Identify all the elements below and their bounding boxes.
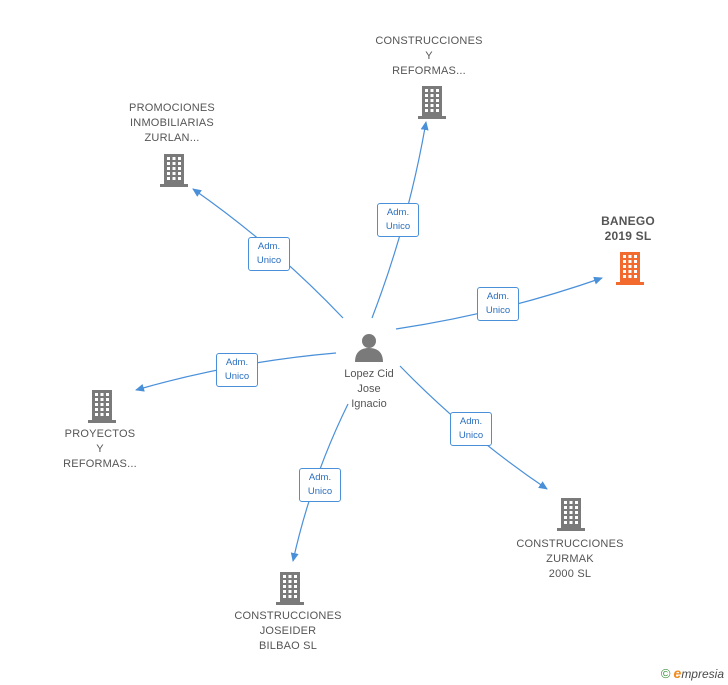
edge-label-line: Adm. <box>386 207 410 218</box>
edge-label-adm-unico[interactable]: Adm. Unico <box>377 203 419 237</box>
company-label-line: PROYECTOS <box>64 428 136 440</box>
edge-label-adm-unico[interactable]: Adm. Unico <box>477 287 519 321</box>
company-label-line: BILBAO SL <box>258 640 318 652</box>
company-label-line: CONSTRUCCIONES <box>234 610 342 622</box>
edge-label-line: Unico <box>485 305 511 316</box>
company-label-line: PROMOCIONES <box>129 102 215 114</box>
building-icon[interactable] <box>416 84 448 120</box>
company-label-line: CONSTRUCCIONES <box>375 35 483 47</box>
company-label-promociones-inmobiliarias-zurlan[interactable]: PROMOCIONES INMOBILIARIAS ZURLAN... <box>92 101 252 146</box>
company-label-line: BANEGO <box>601 214 655 228</box>
brand-initial: e <box>673 665 682 681</box>
brand-logo: ©empresia <box>661 665 724 681</box>
edge-label-line: Adm. <box>308 472 332 483</box>
company-label-line: Y <box>96 443 104 455</box>
person-name-line: Lopez Cid <box>344 368 394 380</box>
company-label-line: Y <box>425 50 433 62</box>
company-label-line: 2000 SL <box>548 568 592 580</box>
company-label-construcciones-zurmak-2000-sl[interactable]: CONSTRUCCIONES ZURMAK 2000 SL <box>490 537 650 582</box>
brand-name: mpresia <box>681 667 724 681</box>
company-label-line: ZURLAN... <box>144 132 200 144</box>
company-label-line: ZURMAK <box>546 553 594 565</box>
edge-label-line: Adm. <box>225 357 249 368</box>
edge-label-line: Unico <box>224 371 250 382</box>
edge-label-adm-unico[interactable]: Adm. Unico <box>216 353 258 387</box>
person-name-line: Jose <box>357 383 381 395</box>
company-label-line: CONSTRUCCIONES <box>516 538 624 550</box>
person-name-line: Ignacio <box>351 398 387 410</box>
edge-label-line: Adm. <box>257 241 281 252</box>
edge-label-line: Unico <box>307 486 333 497</box>
company-label-construcciones-joseider-bilbao-sl[interactable]: CONSTRUCCIONES JOSEIDER BILBAO SL <box>208 609 368 654</box>
edge-label-line: Unico <box>385 221 411 232</box>
edge-label-line: Unico <box>458 430 484 441</box>
edge-label-line: Adm. <box>459 416 483 427</box>
edge-label-adm-unico[interactable]: Adm. Unico <box>299 468 341 502</box>
copyright-icon: © <box>660 666 671 681</box>
edge-label-adm-unico[interactable]: Adm. Unico <box>450 412 492 446</box>
person-icon[interactable] <box>355 334 383 362</box>
building-icon[interactable] <box>555 496 587 532</box>
edge-label-line: Adm. <box>486 291 510 302</box>
company-label-proyectos-y-reformas[interactable]: PROYECTOS Y REFORMAS... <box>20 427 180 472</box>
edge-label-line: Unico <box>256 255 282 266</box>
company-label-line: JOSEIDER <box>259 625 317 637</box>
center-person-name[interactable]: Lopez Cid Jose Ignacio <box>309 367 429 412</box>
company-label-construcciones-y-reformas[interactable]: CONSTRUCCIONES Y REFORMAS... <box>349 34 509 79</box>
edge-label-adm-unico[interactable]: Adm. Unico <box>248 237 290 271</box>
company-label-line: INMOBILIARIAS <box>130 117 214 129</box>
company-label-line: REFORMAS... <box>63 458 137 470</box>
building-icon[interactable] <box>86 388 118 424</box>
company-label-line: 2019 SL <box>604 229 652 243</box>
building-icon[interactable] <box>158 152 190 188</box>
company-label-line: REFORMAS... <box>392 65 466 77</box>
building-icon[interactable] <box>614 250 646 286</box>
building-icon[interactable] <box>274 570 306 606</box>
